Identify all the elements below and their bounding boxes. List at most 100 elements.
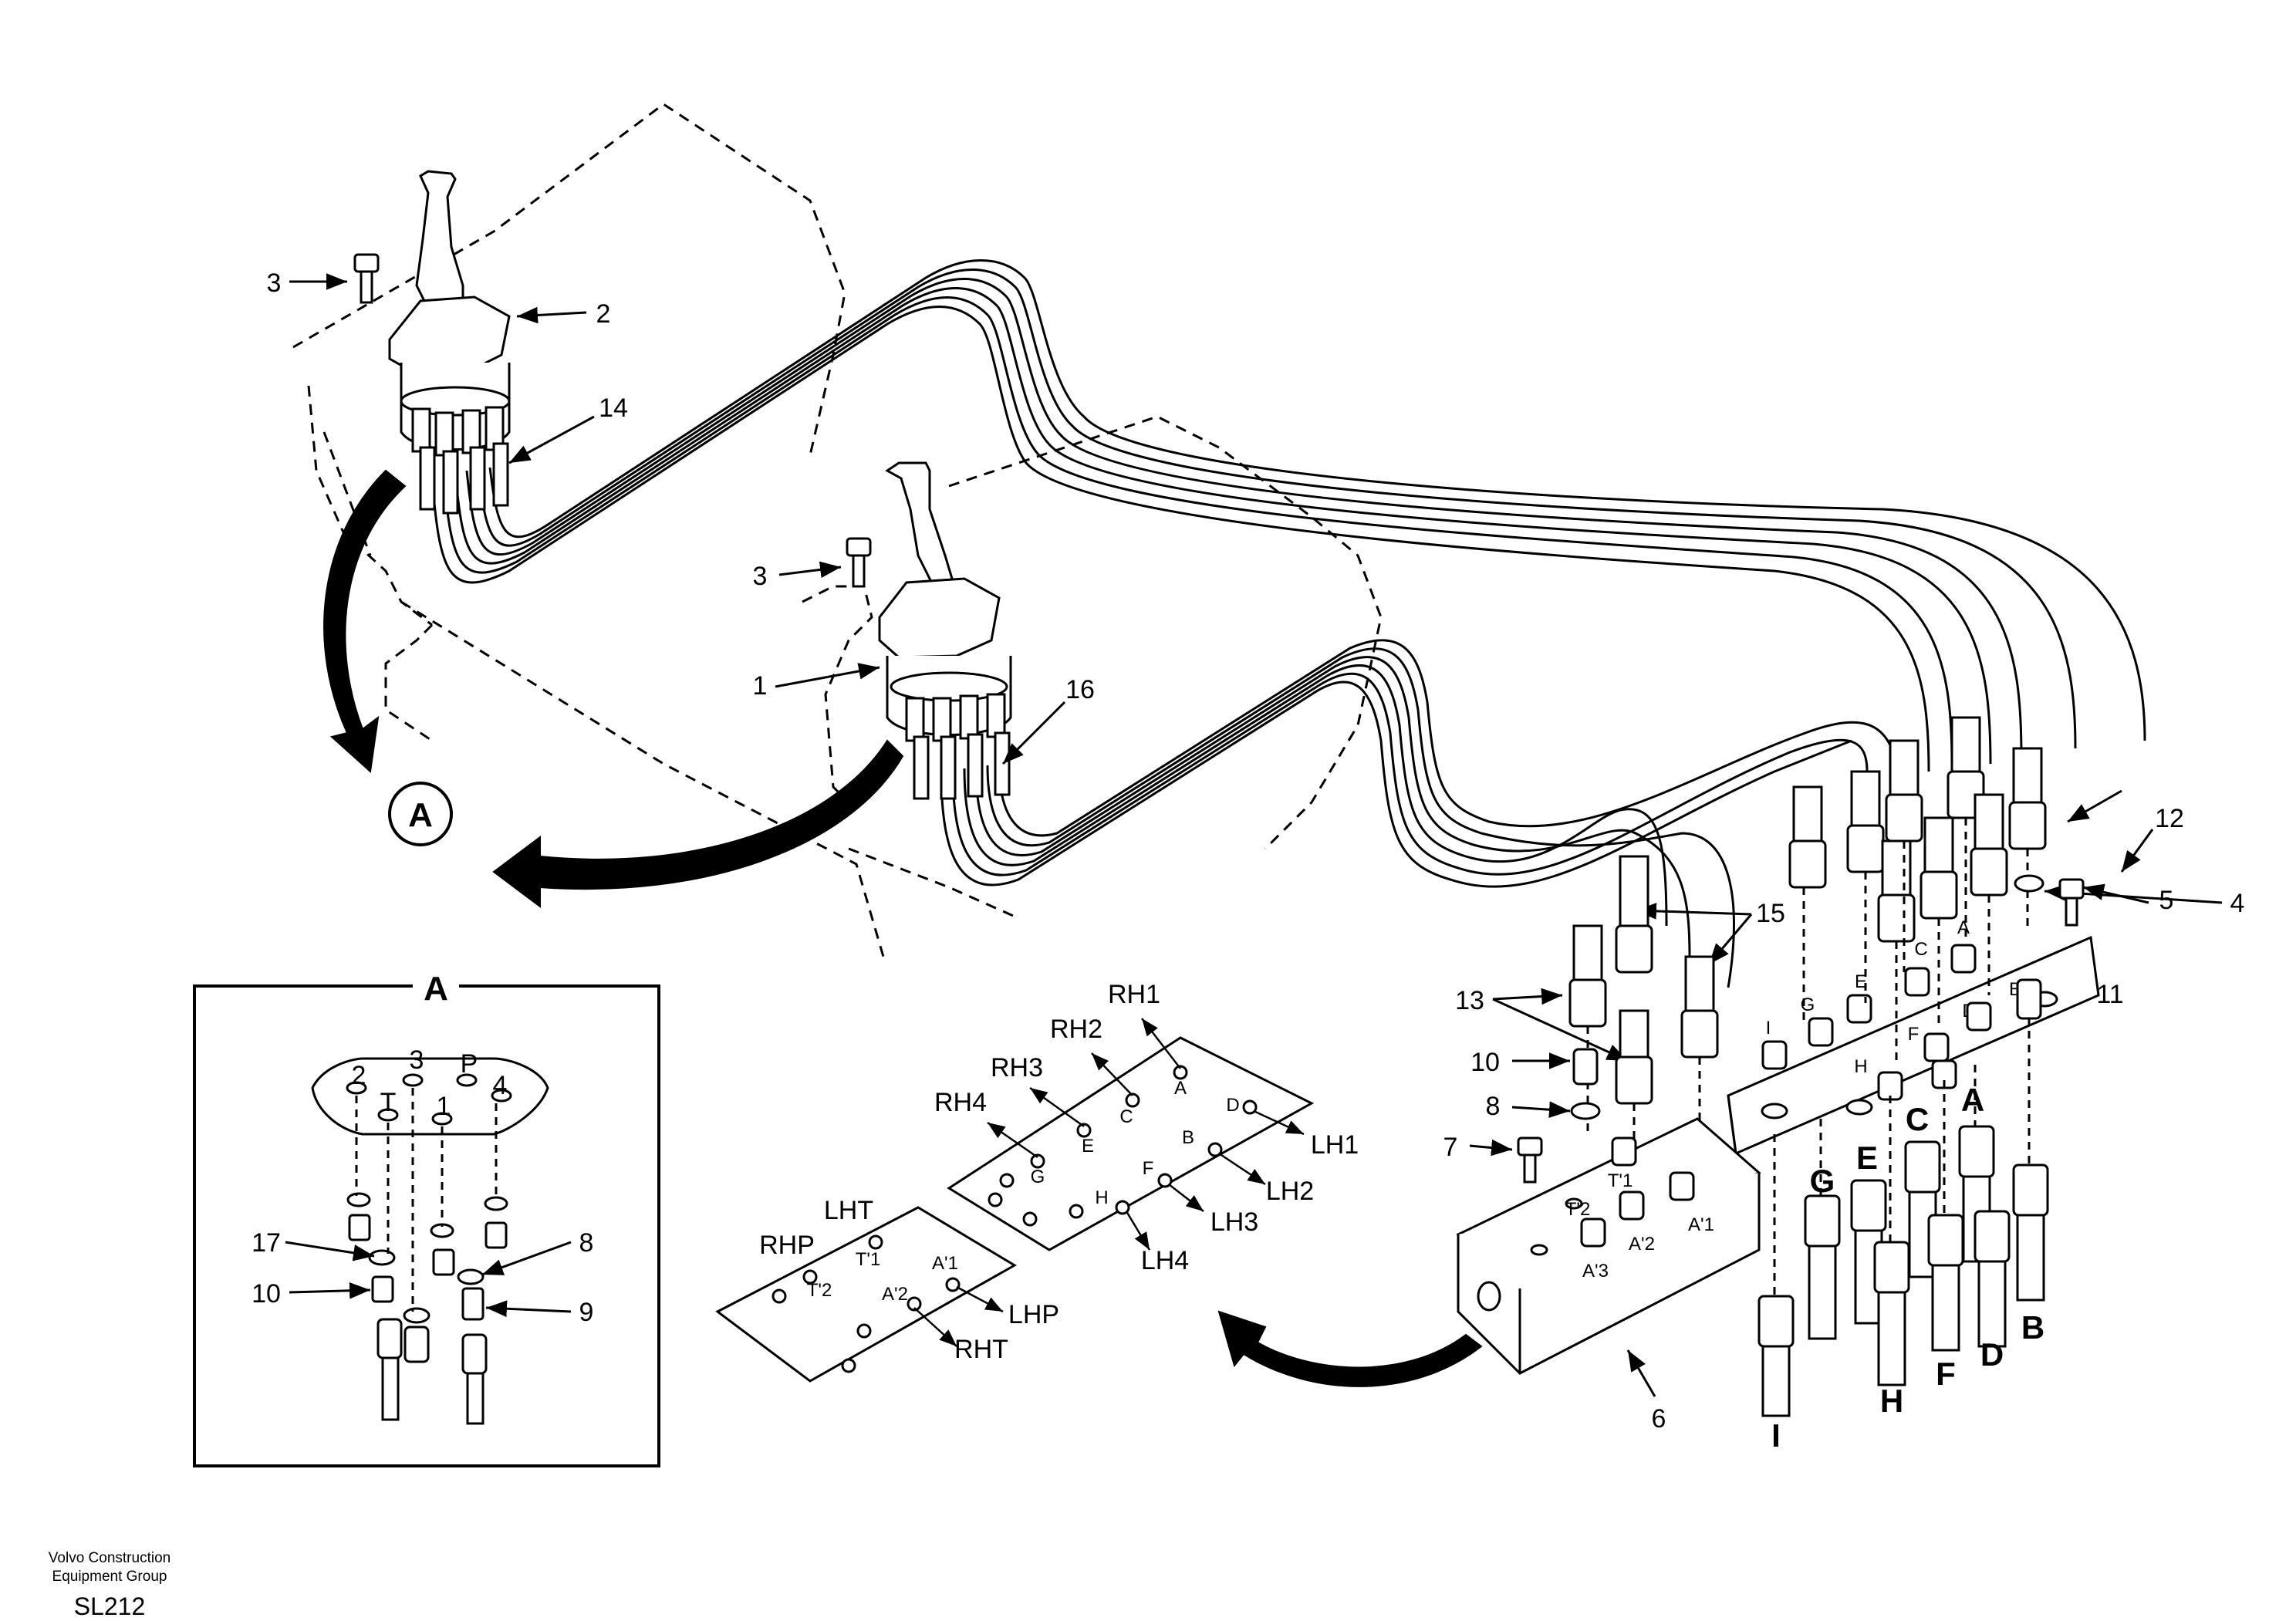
view-a-marker: A [388, 782, 453, 846]
callout-14: 14 [599, 393, 628, 423]
port-plate-upper [947, 1036, 1315, 1251]
company-name-line1: Volvo Construction [48, 1550, 171, 1566]
port-plate-lower [715, 1206, 1017, 1383]
hose-ends-bottom [1757, 1125, 2049, 1417]
plate-hole-b: B [1182, 1127, 1194, 1148]
callout-4: 4 [2230, 889, 2245, 918]
detail-callout-8: 8 [579, 1228, 594, 1258]
plate-fittings [1761, 944, 1992, 1101]
detail-a-lines [355, 1088, 498, 1312]
detail-callout-9: 9 [579, 1298, 594, 1327]
pin-label-2: 2 [352, 1061, 366, 1090]
curved-arrows [323, 469, 1483, 1387]
plate-port-e: E [1855, 971, 1867, 992]
hose-label-b: B [2021, 1309, 2044, 1346]
footer: Volvo Construction Equipment Group SL212 [25, 1549, 194, 1621]
callout-16: 16 [1065, 675, 1095, 704]
company-name-line2: Equipment Group [52, 1569, 167, 1585]
pin-label-4: 4 [493, 1071, 508, 1100]
plate-port-c: C [1914, 939, 1927, 960]
callout-11: 11 [2096, 980, 2123, 1009]
hose-label-e: E [1856, 1140, 1878, 1176]
hose-label-d: D [1980, 1336, 2004, 1373]
detail-a-leaders [285, 1241, 572, 1318]
plate-hole-h: H [1095, 1187, 1108, 1208]
pin-label-1: 1 [437, 1092, 451, 1121]
hose-label-i: I [1771, 1417, 1781, 1454]
plate-hole-f: F [1143, 1158, 1154, 1179]
plate-label-rhp: RHP [759, 1231, 815, 1260]
pin-label-3: 3 [410, 1045, 424, 1075]
plate-label-lht: LHT [824, 1196, 873, 1225]
callout-5: 5 [2159, 886, 2174, 915]
callout-13: 13 [1455, 986, 1484, 1015]
hose-label-g: G [1810, 1163, 1835, 1199]
detail-a-title: A [424, 970, 448, 1008]
plate-label-lhp: LHP [1008, 1300, 1059, 1329]
callout-6: 6 [1652, 1404, 1666, 1434]
plate-port-h: H [1854, 1056, 1867, 1077]
detail-a-frame [193, 971, 660, 1467]
plate-label-rh1: RH1 [1108, 980, 1160, 1009]
plate-port-f: F [1908, 1024, 1920, 1045]
joystick-right [878, 461, 1012, 800]
plate-label-lh1: LH1 [1311, 1130, 1359, 1160]
hose-bundle-left [430, 259, 2146, 772]
plate-hole-t1: T'1 [856, 1249, 881, 1270]
hose-label-c: C [1906, 1101, 1929, 1137]
callout-15: 15 [1756, 899, 1785, 928]
callout-1: 1 [753, 671, 768, 701]
callout-12: 12 [2155, 804, 2184, 833]
plate-label-lh4: LH4 [1141, 1246, 1189, 1275]
plate-lower-leaders [913, 1285, 1004, 1347]
block-port-t2: T'2 [1565, 1199, 1591, 1220]
plate-label-rh4: RH4 [934, 1088, 987, 1117]
bolt-icons [353, 253, 872, 588]
detail-callout-10: 10 [252, 1279, 281, 1309]
pin-label-p: P [461, 1049, 478, 1079]
plate-label-lh2: LH2 [1266, 1177, 1314, 1206]
callout-8: 8 [1486, 1092, 1501, 1121]
detail-a-drawing [311, 1057, 549, 1425]
plate-hole-a1: A'1 [932, 1253, 958, 1274]
joystick-left [388, 170, 511, 515]
plate-port-a: A [1957, 917, 1970, 938]
block-port-a2: A'2 [1629, 1234, 1655, 1255]
manifold-plate [1727, 935, 2100, 1156]
plate-hole-c: C [1119, 1106, 1133, 1127]
assembly-lines [1586, 818, 2031, 1312]
plate-upper-leaders [987, 1018, 1305, 1251]
plate-port-i: I [1766, 1018, 1771, 1038]
callout-3-left: 3 [267, 268, 282, 298]
hose-label-f: F [1936, 1356, 1956, 1392]
block-port-t1: T'1 [1608, 1170, 1633, 1191]
plate-label-rht: RHT [954, 1335, 1008, 1364]
hose-label-a: A [1961, 1082, 1984, 1118]
plate-hole-t2: T'2 [807, 1280, 832, 1301]
view-a-letter: A [408, 796, 433, 834]
drawing-code: SL212 [73, 1592, 146, 1620]
plate-hole-a: A [1174, 1078, 1187, 1099]
hose-ends-top [1568, 716, 2047, 1105]
callout-3-right: 3 [753, 562, 768, 591]
valve-block [1456, 1117, 1761, 1375]
plate-hole-e: E [1082, 1136, 1094, 1157]
plate-hole-d: D [1226, 1095, 1239, 1116]
hose-label-h: H [1880, 1383, 1903, 1419]
plate-label-rh3: RH3 [991, 1053, 1043, 1082]
plate-hole-a2: A'2 [882, 1284, 908, 1305]
hose-bundle-right [940, 639, 1899, 988]
cab-outline [292, 103, 1383, 957]
fittings-loose [1517, 874, 2085, 1184]
callout-10: 10 [1470, 1048, 1500, 1077]
callout-2: 2 [596, 299, 611, 329]
block-port-a1: A'1 [1688, 1214, 1714, 1235]
plate-label-rh2: RH2 [1050, 1015, 1102, 1044]
detail-callout-17: 17 [252, 1228, 281, 1258]
plate-label-lh3: LH3 [1210, 1207, 1258, 1237]
callout-7: 7 [1443, 1133, 1458, 1162]
plate-port-g: G [1801, 995, 1815, 1015]
block-port-a3: A'3 [1582, 1261, 1609, 1282]
